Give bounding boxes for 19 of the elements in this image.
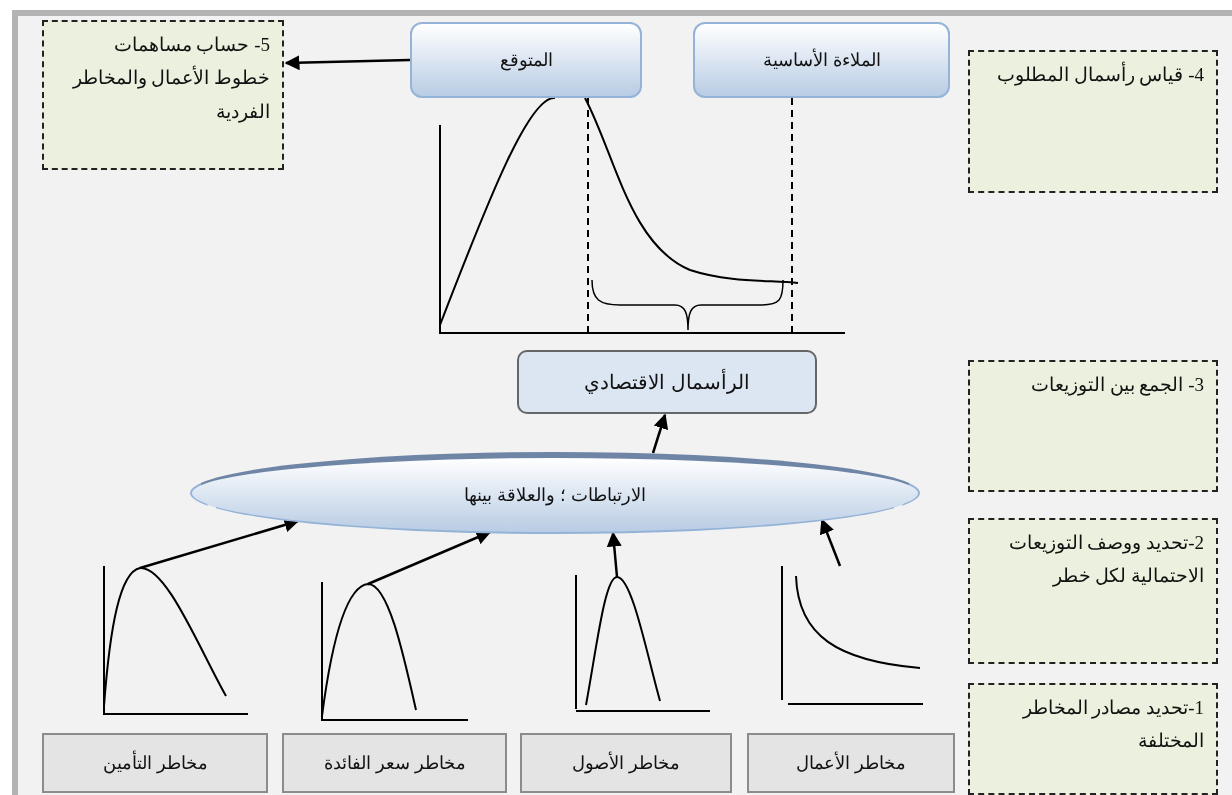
arrow	[651, 413, 669, 454]
distribution-curve-drawing	[778, 566, 923, 708]
risk-box: مخاطر التأمين	[42, 733, 268, 793]
arrow	[284, 55, 411, 71]
risk-box: مخاطر سعر الفائدة	[282, 733, 507, 793]
step-box: 1-تحديد مصادر المخاطر المختلفة	[968, 683, 1218, 795]
rounded-box: المتوقع	[410, 22, 642, 98]
distribution-curve-drawing	[572, 575, 712, 712]
distribution-curve-drawing	[318, 582, 470, 722]
risk-box: مخاطر الأعمال	[747, 733, 955, 793]
step-box: 2-تحديد ووصف التوزيعات الاحتمالية لكل خطر	[968, 518, 1218, 664]
rounded-box: الرأسمال الاقتصادي	[517, 350, 817, 414]
step-box: 3- الجمع بين التوزيعات	[968, 360, 1218, 492]
rounded-box: الملاءة الأساسية	[693, 22, 950, 98]
arrow	[819, 518, 842, 567]
step-box: 5- حساب مساهمات خطوط الأعمال والمخاطر الفردية	[42, 20, 284, 170]
risk-box: مخاطر الأصول	[520, 733, 732, 793]
step-box: 4- قياس رأسمال المطلوب	[968, 50, 1218, 193]
arrow	[606, 531, 622, 578]
